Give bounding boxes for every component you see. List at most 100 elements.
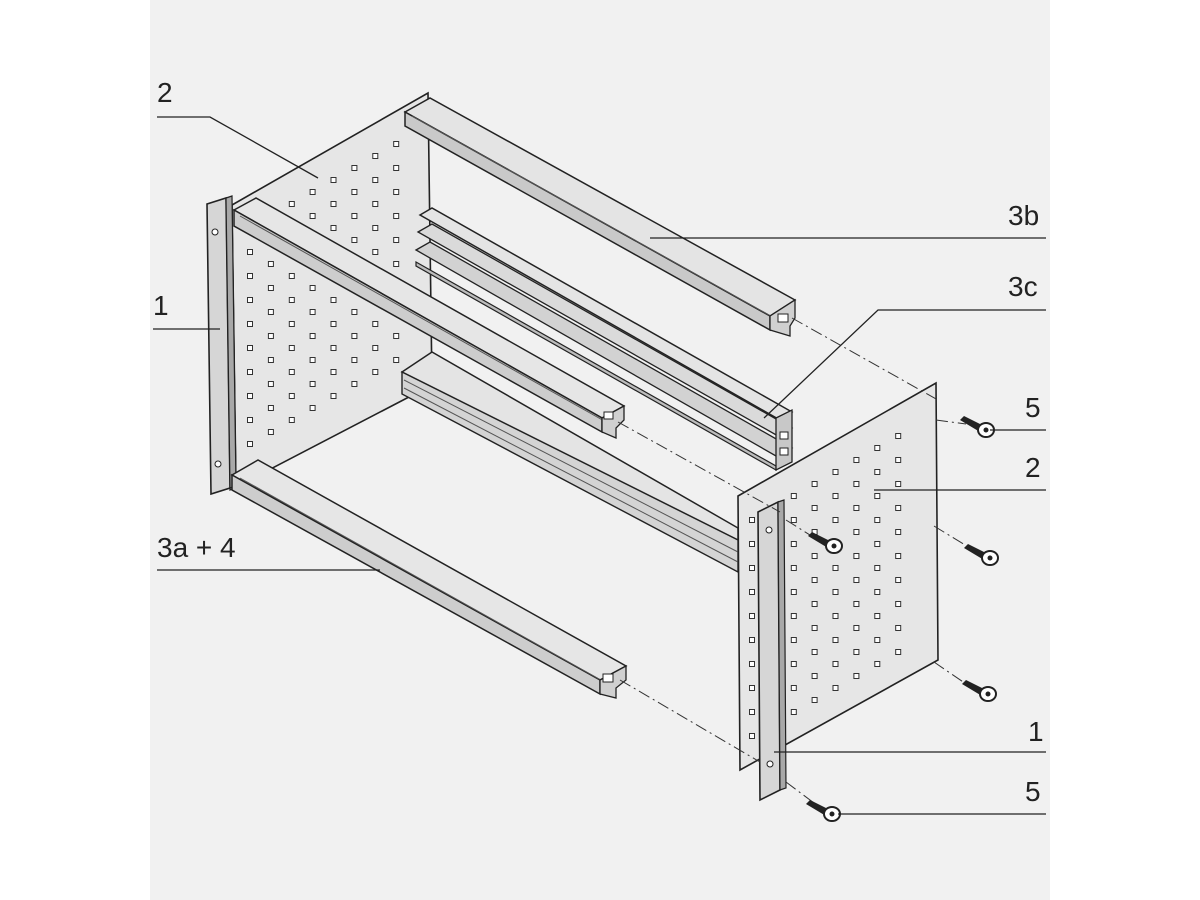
- perforation-hole: [247, 321, 253, 327]
- perforation-hole: [330, 297, 337, 303]
- perforation-hole: [393, 141, 400, 147]
- perforation-hole: [330, 321, 337, 327]
- rail-rear-top: [403, 97, 797, 337]
- perforation-hole: [351, 213, 358, 219]
- perforation-hole: [874, 541, 881, 547]
- leader-lines: [153, 116, 1046, 815]
- perforation-hole: [790, 493, 797, 499]
- perforation-hole: [267, 261, 274, 267]
- perforation-hole: [288, 393, 295, 399]
- perforation-hole: [874, 589, 881, 595]
- perforation-hole: [832, 637, 839, 643]
- perforation-hole: [749, 709, 755, 715]
- perforation-hole: [393, 237, 400, 243]
- perforation-hole: [330, 393, 337, 399]
- perforation-hole: [372, 153, 379, 159]
- perforation-hole: [853, 481, 860, 487]
- perforation-hole: [267, 381, 274, 387]
- perforation-hole: [749, 661, 755, 667]
- callout-rail-front-bottom: 3a + 4: [157, 532, 236, 563]
- perforation-hole: [372, 369, 379, 375]
- callout-side-panel-right: 2: [1025, 452, 1041, 483]
- perforation-hole: [309, 309, 316, 315]
- perforation-hole: [853, 649, 860, 655]
- leader-side-panel-left: [157, 116, 319, 179]
- perforation-hole: [247, 273, 253, 279]
- perforation-hole: [288, 417, 295, 423]
- perforation-hole: [749, 565, 755, 571]
- perforation-hole: [267, 405, 274, 411]
- perforation-hole: [832, 661, 839, 667]
- perforation-hole: [853, 577, 860, 583]
- perforation-hole: [267, 333, 274, 339]
- perforation-hole: [749, 733, 755, 739]
- perforation-hole: [749, 685, 755, 691]
- perforation-hole: [309, 405, 316, 411]
- perforation-hole: [874, 661, 881, 667]
- perforation-hole: [351, 309, 358, 315]
- perforation-hole: [351, 357, 358, 363]
- perforation-hole: [351, 189, 358, 195]
- perforation-hole: [874, 637, 881, 643]
- perforation-hole: [790, 637, 797, 643]
- perforation-hole: [247, 417, 253, 423]
- perforation-hole: [351, 381, 358, 387]
- perforation-hole: [309, 189, 316, 195]
- perforation-hole: [874, 445, 881, 451]
- callout-screw-top: 5: [1025, 392, 1041, 423]
- right-side-panel: [737, 381, 939, 772]
- perforation-hole: [372, 201, 379, 207]
- perforation-hole: [895, 433, 902, 439]
- perforation-hole: [247, 393, 253, 399]
- perforation-hole: [330, 369, 337, 375]
- perforation-hole: [372, 249, 379, 255]
- callout-rail-rear-top: 3b: [1008, 200, 1040, 231]
- perforation-hole: [330, 177, 337, 183]
- perforation-hole: [832, 613, 839, 619]
- perforation-hole: [351, 165, 358, 171]
- perforation-hole: [749, 517, 755, 523]
- perforation-hole: [832, 493, 839, 499]
- callout-screw-bottom: 5: [1025, 776, 1041, 807]
- perforation-hole: [372, 225, 379, 231]
- perforation-hole: [853, 673, 860, 679]
- perforation-hole: [372, 345, 379, 351]
- perforation-hole: [288, 321, 295, 327]
- perforation-hole: [247, 369, 253, 375]
- perforation-hole: [874, 493, 881, 499]
- perforation-hole: [330, 201, 337, 207]
- perforation-hole: [895, 577, 902, 583]
- screw: [962, 680, 997, 702]
- perforation-hole: [749, 613, 755, 619]
- perforation-hole: [832, 469, 839, 475]
- perforation-hole: [811, 625, 818, 631]
- perforation-hole: [267, 429, 274, 435]
- perforation-hole: [895, 625, 902, 631]
- perforation-hole: [267, 357, 274, 363]
- perforation-hole: [811, 577, 818, 583]
- perforation-hole: [247, 441, 253, 447]
- perforation-hole: [811, 481, 818, 487]
- perforation-hole: [247, 297, 253, 303]
- rail-rear-mid: [414, 207, 794, 472]
- perforation-hole: [790, 589, 797, 595]
- perforation-hole: [393, 213, 400, 219]
- perforation-hole: [288, 345, 295, 351]
- perforation-hole: [874, 613, 881, 619]
- callout-rail-rear-mid: 3c: [1008, 271, 1038, 302]
- callout-side-panel-left: 2: [157, 77, 173, 108]
- perforation-hole: [874, 517, 881, 523]
- left-front-flange: [206, 195, 237, 496]
- perforation-hole: [309, 357, 316, 363]
- perforation-hole: [811, 649, 818, 655]
- screw: [808, 532, 843, 554]
- leader-rail-rear-mid: [763, 309, 1046, 419]
- perforation-hole: [895, 601, 902, 607]
- perforation-hole: [790, 565, 797, 571]
- perforation-hole: [853, 505, 860, 511]
- perforation-hole: [749, 589, 755, 595]
- perforation-hole: [288, 297, 295, 303]
- perforation-hole: [790, 685, 797, 691]
